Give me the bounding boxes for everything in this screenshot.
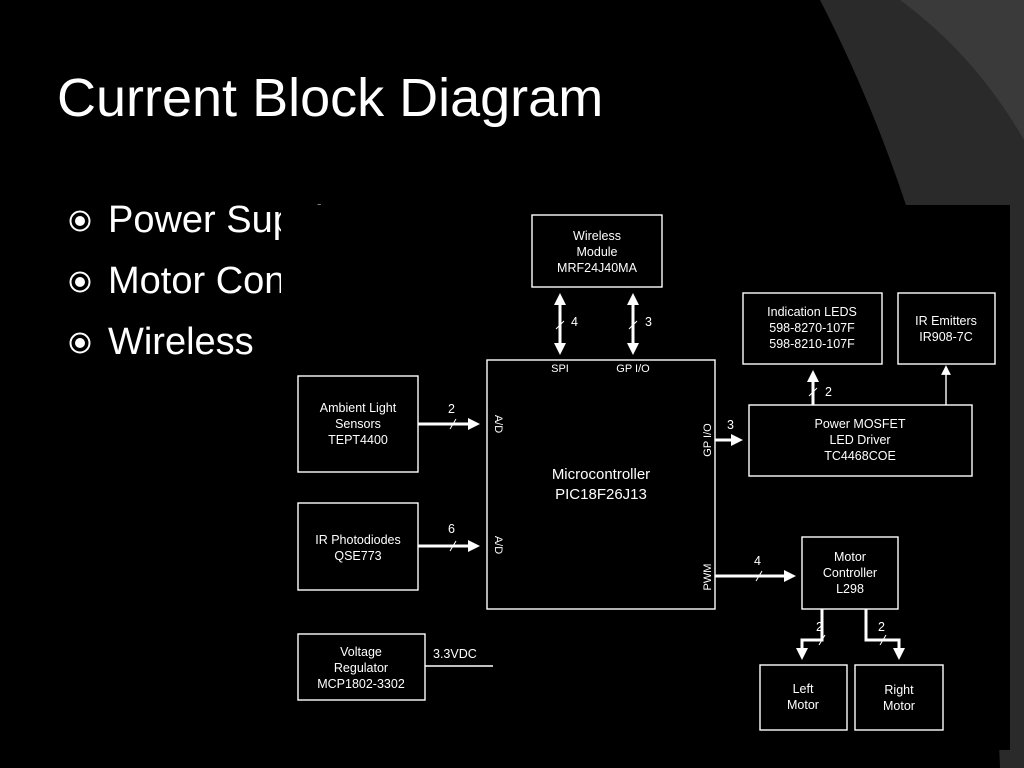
- target-bullet-icon: [69, 271, 91, 292]
- spi-bus-width-label: 4: [571, 315, 578, 329]
- background-swoosh-highlight: [900, 0, 1024, 140]
- slide-title: Current Block Diagram: [57, 68, 604, 128]
- pwm-bus-width-label: 4: [754, 554, 761, 568]
- target-bullet-icon: [69, 210, 91, 231]
- microcontroller-block: [486, 359, 716, 610]
- bullet-text: Wireless: [108, 321, 254, 363]
- indication-leds-block: [742, 292, 883, 365]
- mosfet-bus-width-label: 3: [727, 418, 734, 432]
- ambient-bus-width-label: 2: [448, 402, 455, 416]
- background-swoosh: [820, 0, 1024, 768]
- voltage-regulator-block: [297, 633, 426, 701]
- left-motor-bus-width-label: 2: [816, 620, 823, 634]
- pwm-port-label: PWM: [702, 564, 714, 591]
- spi-port-label: SPI: [551, 363, 569, 375]
- right-motor-block: [854, 664, 944, 731]
- power-mosfet-block: [748, 404, 973, 477]
- diagram-panel: [281, 205, 1010, 750]
- left-motor-block: [759, 664, 848, 731]
- wireless-module-block: [531, 214, 663, 288]
- motor-controller-block: [801, 536, 899, 610]
- right-motor-bus-width-label: 2: [878, 620, 885, 634]
- ir-emitters-block: [897, 292, 996, 365]
- ad-port-label-1: A/D: [492, 415, 504, 433]
- bullet-item: Wireless: [68, 312, 342, 373]
- regulator-output-label: 3.3VDC: [433, 647, 477, 661]
- gpio-bus-width-label: 3: [645, 315, 652, 329]
- leds-bus-width-label: 2: [825, 385, 832, 399]
- left-motor-arrow: [796, 609, 824, 660]
- ad-port-label-2: A/D: [492, 536, 504, 554]
- gpio-top-port-label: GP I/O: [616, 363, 650, 375]
- gpio-right-port-label: GP I/O: [702, 423, 714, 457]
- photodiode-bus-width-label: 6: [448, 522, 455, 536]
- target-bullet-icon: [69, 332, 91, 353]
